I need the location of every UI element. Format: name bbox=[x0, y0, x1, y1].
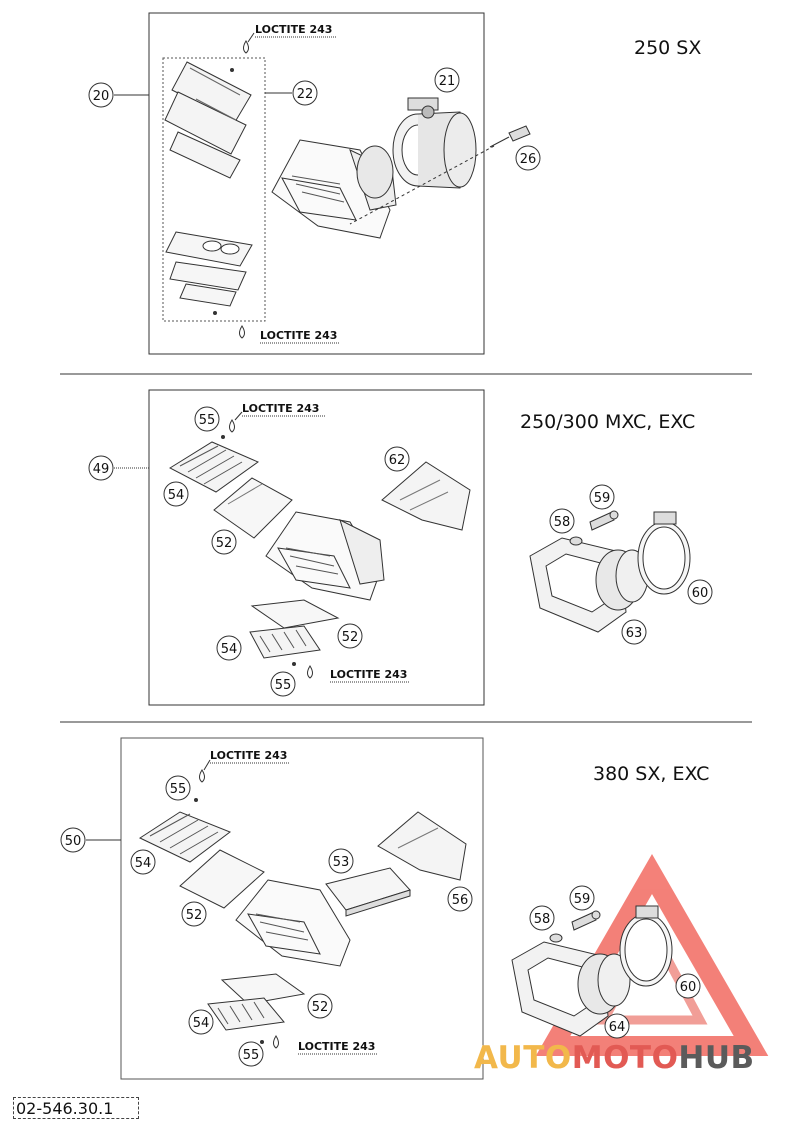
part-callout: 54 bbox=[168, 488, 185, 503]
loctite-drop-icon bbox=[260, 1035, 279, 1049]
part-callout: 58 bbox=[554, 515, 571, 530]
part-callout: 54 bbox=[221, 642, 238, 657]
part-callout: 59 bbox=[574, 892, 591, 907]
part-callout: 55 bbox=[199, 413, 216, 428]
part-callout: 52 bbox=[342, 630, 359, 645]
reed-petal-icon bbox=[138, 811, 232, 863]
reed-petal-icon bbox=[207, 997, 285, 1031]
loctite-label: LOCTITE 243 bbox=[242, 402, 319, 415]
reed-valve-housing-icon bbox=[271, 139, 397, 239]
washer-icon bbox=[569, 536, 583, 546]
part-callout: 53 bbox=[333, 855, 350, 870]
part-callout: 58 bbox=[534, 912, 551, 927]
bolt-icon bbox=[489, 125, 531, 148]
intake-flange-icon bbox=[511, 941, 631, 1037]
part-callout: 22 bbox=[297, 87, 314, 102]
reed-stopper-icon bbox=[220, 973, 306, 1005]
part-callout: 59 bbox=[594, 491, 611, 506]
loctite-drop-icon bbox=[221, 419, 235, 439]
loctite-label: LOCTITE 243 bbox=[330, 668, 407, 681]
model-label: 250/300 MXC, EXC bbox=[520, 411, 695, 433]
reed-plate-icon bbox=[164, 61, 252, 179]
loctite-drop-icon bbox=[213, 311, 245, 339]
watermark-text-part: MOTO bbox=[571, 1040, 679, 1076]
reed-block-icon bbox=[325, 867, 411, 917]
reed-valve-housing-icon bbox=[235, 879, 351, 967]
section-250sx: 250 SX 20 LOCTITE 243 bbox=[88, 12, 701, 355]
bolt-icon bbox=[589, 510, 619, 531]
hose-clamp-icon bbox=[637, 511, 691, 595]
hose-clamp-icon bbox=[619, 905, 673, 987]
part-callout: 56 bbox=[452, 893, 469, 908]
reed-petal-icon bbox=[168, 441, 260, 493]
part-callout: 50 bbox=[65, 834, 82, 849]
model-label: 250 SX bbox=[634, 37, 701, 59]
loctite-label: LOCTITE 243 bbox=[260, 329, 337, 342]
part-callout: 49 bbox=[93, 462, 110, 477]
reed-stopper-icon bbox=[179, 849, 265, 909]
gasket-icon bbox=[165, 231, 253, 307]
section-250-300mxc: 250/300 MXC, EXC 49 LOCTITE 243 bbox=[88, 389, 713, 706]
deflector-icon bbox=[381, 461, 471, 531]
part-callout: 54 bbox=[193, 1016, 210, 1031]
loctite-drop-icon bbox=[194, 769, 205, 802]
intake-flange-icon bbox=[392, 97, 477, 189]
loctite-label: LOCTITE 243 bbox=[298, 1040, 375, 1053]
watermark-text-part: HUB bbox=[678, 1040, 755, 1076]
part-callout: 55 bbox=[243, 1048, 260, 1063]
reed-stopper-icon bbox=[250, 599, 340, 629]
part-callout: 55 bbox=[275, 678, 292, 693]
intake-flange-icon bbox=[529, 537, 649, 633]
section-frame bbox=[120, 737, 484, 1080]
loctite-label: LOCTITE 243 bbox=[210, 749, 287, 762]
part-callout: 62 bbox=[389, 453, 406, 468]
loctite-label: LOCTITE 243 bbox=[255, 23, 332, 36]
loctite-drop-icon bbox=[230, 40, 249, 72]
watermark-logo: AUTOMOTOHUB bbox=[474, 1040, 755, 1076]
section-frame bbox=[148, 389, 485, 706]
part-callout: 64 bbox=[609, 1020, 626, 1035]
reed-kit-outline bbox=[162, 57, 266, 322]
reed-stopper-icon bbox=[213, 477, 293, 539]
reed-valve-housing-icon bbox=[265, 511, 385, 601]
part-callout: 55 bbox=[170, 782, 187, 797]
deflector-icon bbox=[377, 811, 467, 881]
diagram-id: 02-546.30.1 bbox=[13, 1097, 139, 1119]
part-callout: 54 bbox=[135, 856, 152, 871]
part-callout: 52 bbox=[186, 908, 203, 923]
reed-petal-icon bbox=[249, 625, 321, 659]
part-callout: 60 bbox=[692, 586, 709, 601]
part-callout: 60 bbox=[680, 980, 697, 995]
bolt-icon bbox=[571, 910, 601, 931]
part-callout: 21 bbox=[439, 74, 456, 89]
part-callout: 52 bbox=[216, 536, 233, 551]
section-380sx: 380 SX, EXC 50 LOCTITE 243 bbox=[60, 737, 709, 1080]
washer-icon bbox=[549, 933, 563, 943]
part-callout: 63 bbox=[626, 626, 643, 641]
loctite-drop-icon bbox=[292, 662, 313, 679]
section-frame bbox=[148, 12, 485, 355]
part-callout: 52 bbox=[312, 1000, 329, 1015]
watermark-text-part: AUTO bbox=[474, 1040, 572, 1076]
part-callout: 26 bbox=[520, 152, 537, 167]
part-callout: 20 bbox=[93, 89, 110, 104]
model-label: 380 SX, EXC bbox=[593, 763, 709, 785]
